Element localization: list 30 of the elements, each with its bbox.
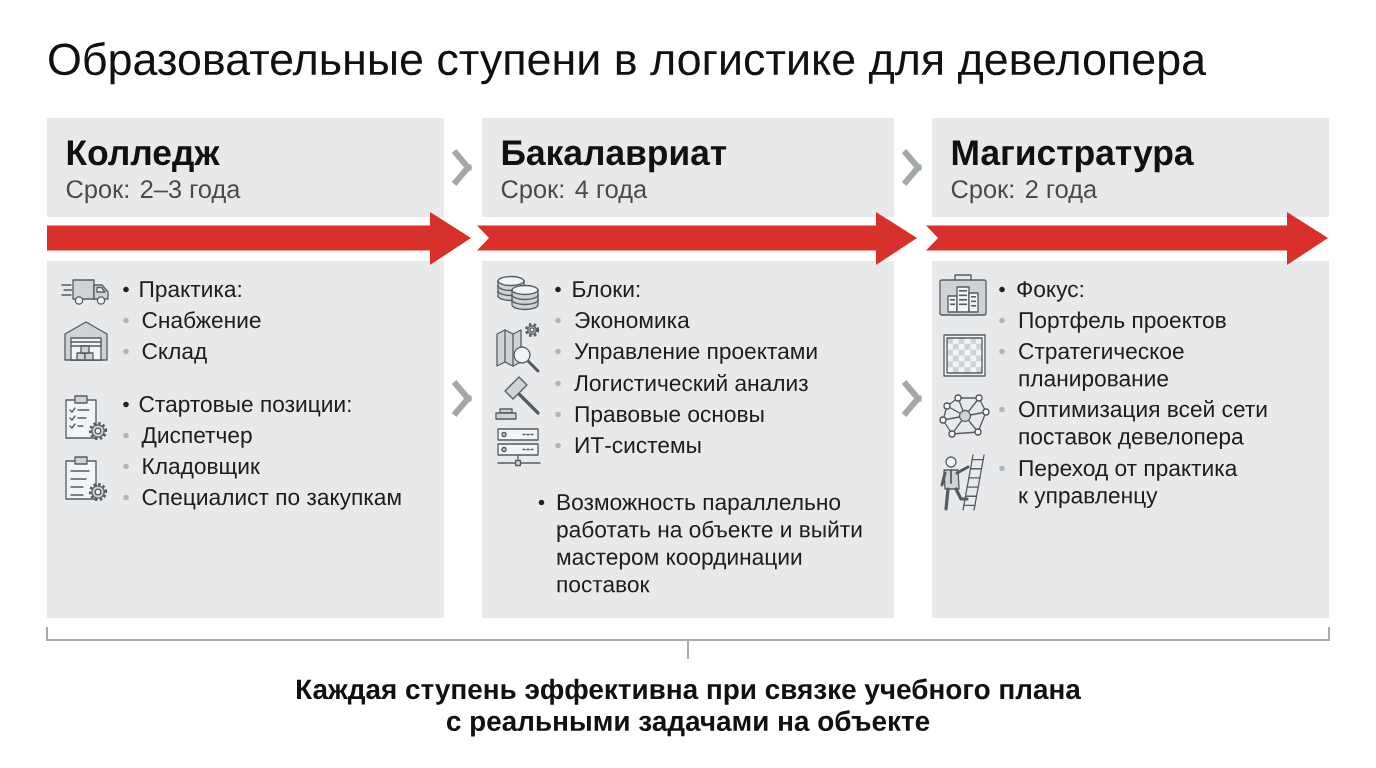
- list-item: Кладовщик: [143, 458, 260, 479]
- list-heading: Возможность параллельно работать на объекте и выйти мастером координации поставок: [557, 494, 862, 593]
- stage-title: Колледж: [67, 140, 220, 172]
- stage-title: Бакалавриат: [502, 140, 727, 173]
- list-item: Снабжение: [142, 311, 261, 329]
- list-item: Экономика: [575, 312, 690, 329]
- stage-title: Магистратура: [952, 140, 1194, 173]
- list-item: Правовые основы: [575, 406, 764, 427]
- list-item: Портфель проектов: [1019, 311, 1226, 333]
- list-item: ИТ-системы: [575, 437, 701, 454]
- caption: Каждая ступень эффективна при связке учебного плана с реальными задачами на объекте: [297, 678, 1081, 737]
- arrow-shape: [47, 212, 471, 265]
- list-item: Оптимизация всей сети поставок девелопера: [1019, 400, 1267, 450]
- duration-text: Срок: 2 года: [951, 180, 1098, 204]
- list-heading: Блоки:: [573, 281, 640, 298]
- list-heading: Стартовые позиции:: [139, 396, 351, 417]
- arrow-shape: [477, 212, 917, 265]
- list-item: Специалист по закупкам: [142, 489, 401, 510]
- list-item: Переход от практика к управленцу: [1019, 460, 1238, 509]
- arrow-shape: [926, 212, 1328, 265]
- list-item: Управление проектами: [574, 343, 817, 364]
- list-item: Стратегическое планирование: [1019, 343, 1184, 392]
- list-item: Склад: [142, 343, 207, 364]
- title: Образовательные ступени в логистике для девелопера: [49, 42, 1207, 85]
- list-heading: Практика:: [140, 281, 241, 302]
- duration-text: Срок: 4 года: [501, 180, 648, 204]
- list-item: Логистический анализ: [574, 374, 808, 392]
- duration-text: Срок: 2–3 года: [66, 180, 241, 204]
- list-item: Диспетчер: [141, 427, 252, 448]
- list-heading: Фокус:: [1017, 281, 1083, 302]
